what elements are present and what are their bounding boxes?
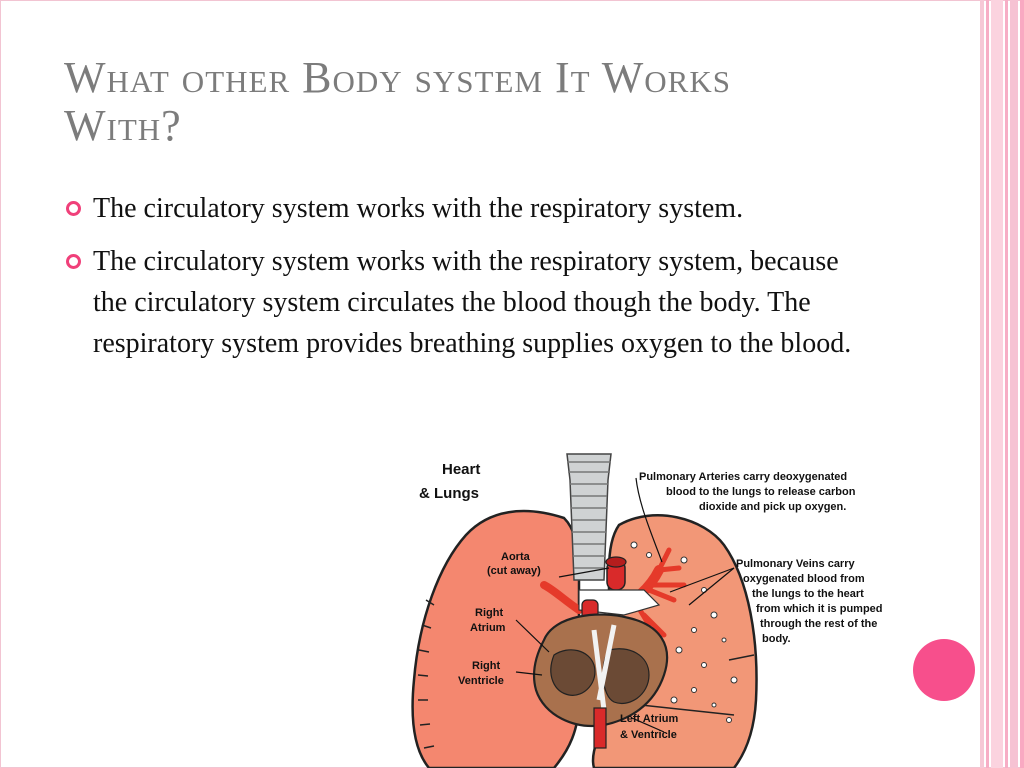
aorta-label-sub: (cut away) xyxy=(487,565,541,577)
right-ventricle-label: Right xyxy=(472,660,500,672)
bullet-item: The circulatory system works with the re… xyxy=(64,188,874,229)
pulmonary-veins-label-3: the lungs to the heart xyxy=(752,588,864,600)
bullet-text: The circulatory system works with the re… xyxy=(93,193,744,224)
bullet-item: The circulatory system works with the re… xyxy=(64,241,874,364)
slide-title: What other Body system It Works With? xyxy=(64,53,731,150)
right-atrium-label-sub: Atrium xyxy=(470,622,506,634)
right-atrium-label: Right xyxy=(475,607,503,619)
pulmonary-arteries-label-3: dioxide and pick up oxygen. xyxy=(699,501,846,513)
left-atrium-label: Left Atrium xyxy=(620,713,678,725)
pulmonary-arteries-label-2: blood to the lungs to release carbon xyxy=(666,486,856,498)
pulmonary-arteries-label-1: Pulmonary Arteries carry deoxygenated xyxy=(639,471,847,483)
bullet-marker-icon xyxy=(66,254,81,269)
diagram-title-line1: Heart xyxy=(442,461,480,478)
pulmonary-veins-label-5: through the rest of the xyxy=(760,618,877,630)
left-atrium-label-sub: & Ventricle xyxy=(620,729,677,741)
pulmonary-veins-label-2: oxygenated blood from xyxy=(743,573,865,585)
pulmonary-veins-label-1: Pulmonary Veins carry xyxy=(736,558,855,570)
bullet-list: The circulatory system works with the re… xyxy=(64,188,874,376)
pulmonary-veins-label-6: body. xyxy=(762,633,791,645)
heart-lungs-diagram: Heart & Lungs Aorta (cut away) Right Atr… xyxy=(411,453,883,768)
pulmonary-veins-label-4: from which it is pumped xyxy=(756,603,883,615)
bullet-text: The circulatory system works with the re… xyxy=(93,246,852,359)
right-ventricle-label-sub: Ventricle xyxy=(458,675,504,687)
aorta-label: Aorta xyxy=(501,551,531,563)
trachea xyxy=(566,453,612,581)
decorative-stripes xyxy=(980,0,1024,768)
diagram-title-line2: & Lungs xyxy=(419,485,479,502)
decorative-circle xyxy=(913,639,975,701)
bullet-marker-icon xyxy=(66,201,81,216)
